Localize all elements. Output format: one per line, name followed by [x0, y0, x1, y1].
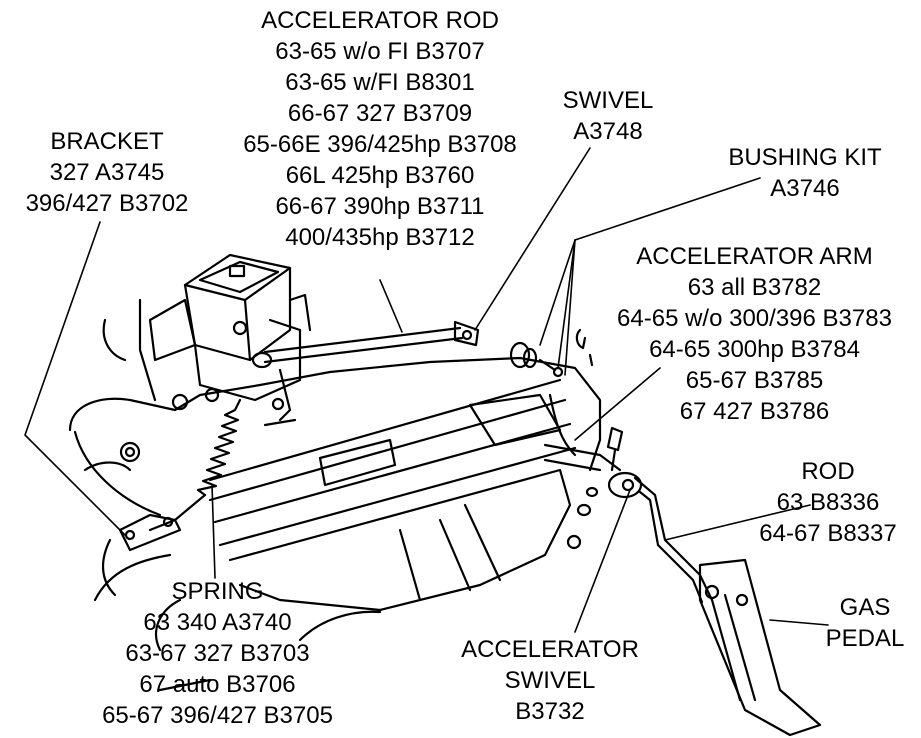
leader-lines [24, 147, 829, 633]
accelerator-arm-line-4: 65-67 B3785 [685, 367, 824, 394]
engine-manifold [68, 298, 602, 692]
bracket-line-2: 396/427 B3702 [25, 190, 189, 217]
gas-pedal-label: GAS PEDAL [810, 592, 920, 654]
bracket-title: BRACKET [50, 128, 164, 155]
accelerator-rod-line-5: 66L 425hp B3760 [285, 162, 475, 189]
bracket-line-1: 327 A3745 [49, 159, 165, 186]
accelerator-rod-line-4: 65-66E 396/425hp B3708 [243, 131, 517, 158]
swivel-line-1: A3748 [573, 118, 643, 145]
accelerator-arm-line-1: 63 all B3782 [687, 274, 822, 301]
accelerator-rod-title: ACCELERATOR ROD [261, 7, 499, 34]
accelerator-arm-line-3: 64-65 300hp B3784 [649, 336, 860, 363]
accelerator-rod-line-3: 66-67 327 B3709 [287, 100, 473, 127]
accelerator-rod-line-1: 63-65 w/o FI B3707 [275, 38, 485, 65]
bracket-label: BRACKET 327 A3745 396/427 B3702 [0, 126, 214, 219]
accelerator-swivel-line-1: ACCELERATOR [461, 636, 639, 663]
accelerator-rod-line-7: 400/435hp B3712 [285, 224, 475, 251]
swivel-bushing-parts [509, 328, 594, 378]
spring-line-3: 67 auto B3706 [139, 671, 296, 698]
spring-line-4: 65-67 396/427 B3705 [102, 702, 333, 729]
rod-title: ROD [801, 458, 855, 485]
accelerator-arm-title: ACCELERATOR ARM [636, 243, 873, 270]
accelerator-arm-and-pedal [543, 426, 822, 737]
bushing-kit-label: BUSHING KIT A3746 [700, 142, 910, 204]
rod-line-2: 64-67 B8337 [759, 520, 897, 547]
spring-line-2: 63-67 327 B3703 [125, 640, 310, 667]
gas-pedal-line-2: PEDAL [825, 625, 905, 652]
bushing-kit-line-1: A3746 [770, 175, 840, 202]
accelerator-arm-line-2: 64-65 w/o 300/396 B3783 [617, 305, 892, 332]
carburetor [148, 253, 312, 427]
bushing-kit-title: BUSHING KIT [728, 144, 882, 171]
accelerator-rod [251, 320, 480, 369]
spring [148, 398, 242, 532]
spring-line-1: 63 340 A3740 [143, 609, 292, 636]
spring-label: SPRING 63 340 A3740 63-67 327 B3703 67 a… [70, 576, 365, 731]
spring-title: SPRING [171, 578, 264, 605]
accelerator-rod-line-2: 63-65 w/FI B8301 [285, 69, 475, 96]
accelerator-arm-line-5: 67 427 B3786 [679, 398, 830, 425]
bracket [118, 513, 182, 552]
accelerator-swivel-line-3: B3732 [515, 698, 585, 725]
gas-pedal-line-1: GAS [839, 594, 891, 621]
accelerator-rod-line-6: 66-67 390hp B3711 [275, 193, 485, 220]
accelerator-arm-label: ACCELERATOR ARM 63 all B3782 64-65 w/o 3… [588, 241, 921, 427]
accelerator-rod-label: ACCELERATOR ROD 63-65 w/o FI B3707 63-65… [195, 5, 565, 253]
rod-line-1: 63 B8336 [776, 489, 880, 516]
swivel-title: SWIVEL [562, 87, 654, 114]
rod-label: ROD 63 B8336 64-67 B8337 [735, 456, 921, 549]
swivel-label: SWIVEL A3748 [540, 85, 676, 147]
accelerator-swivel-line-2: SWIVEL [504, 667, 596, 694]
accelerator-swivel-label: ACCELERATOR SWIVEL B3732 [430, 634, 670, 727]
